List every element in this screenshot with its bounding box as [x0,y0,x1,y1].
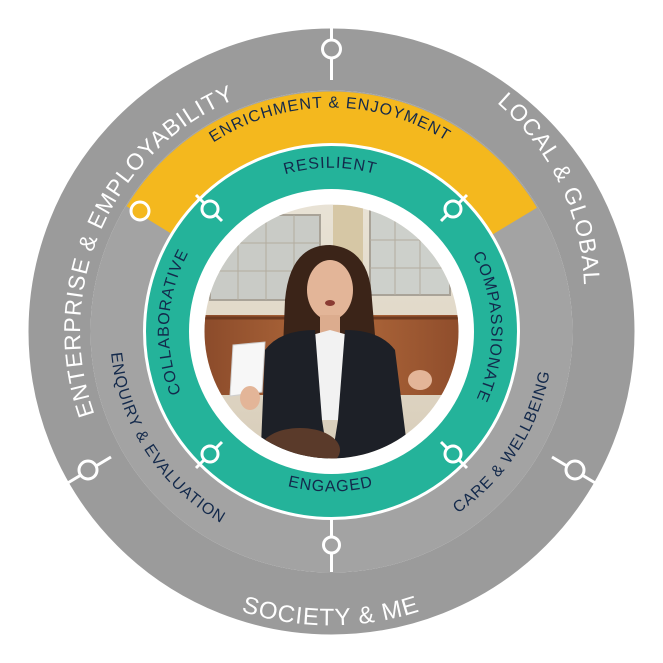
inner-ring [143,143,520,520]
inner-label-engaged: ENGAGED [287,473,375,495]
middle-ring [90,90,573,573]
outer-ring [28,27,635,635]
enrichment-segment [126,91,537,236]
center-photo [204,204,459,459]
